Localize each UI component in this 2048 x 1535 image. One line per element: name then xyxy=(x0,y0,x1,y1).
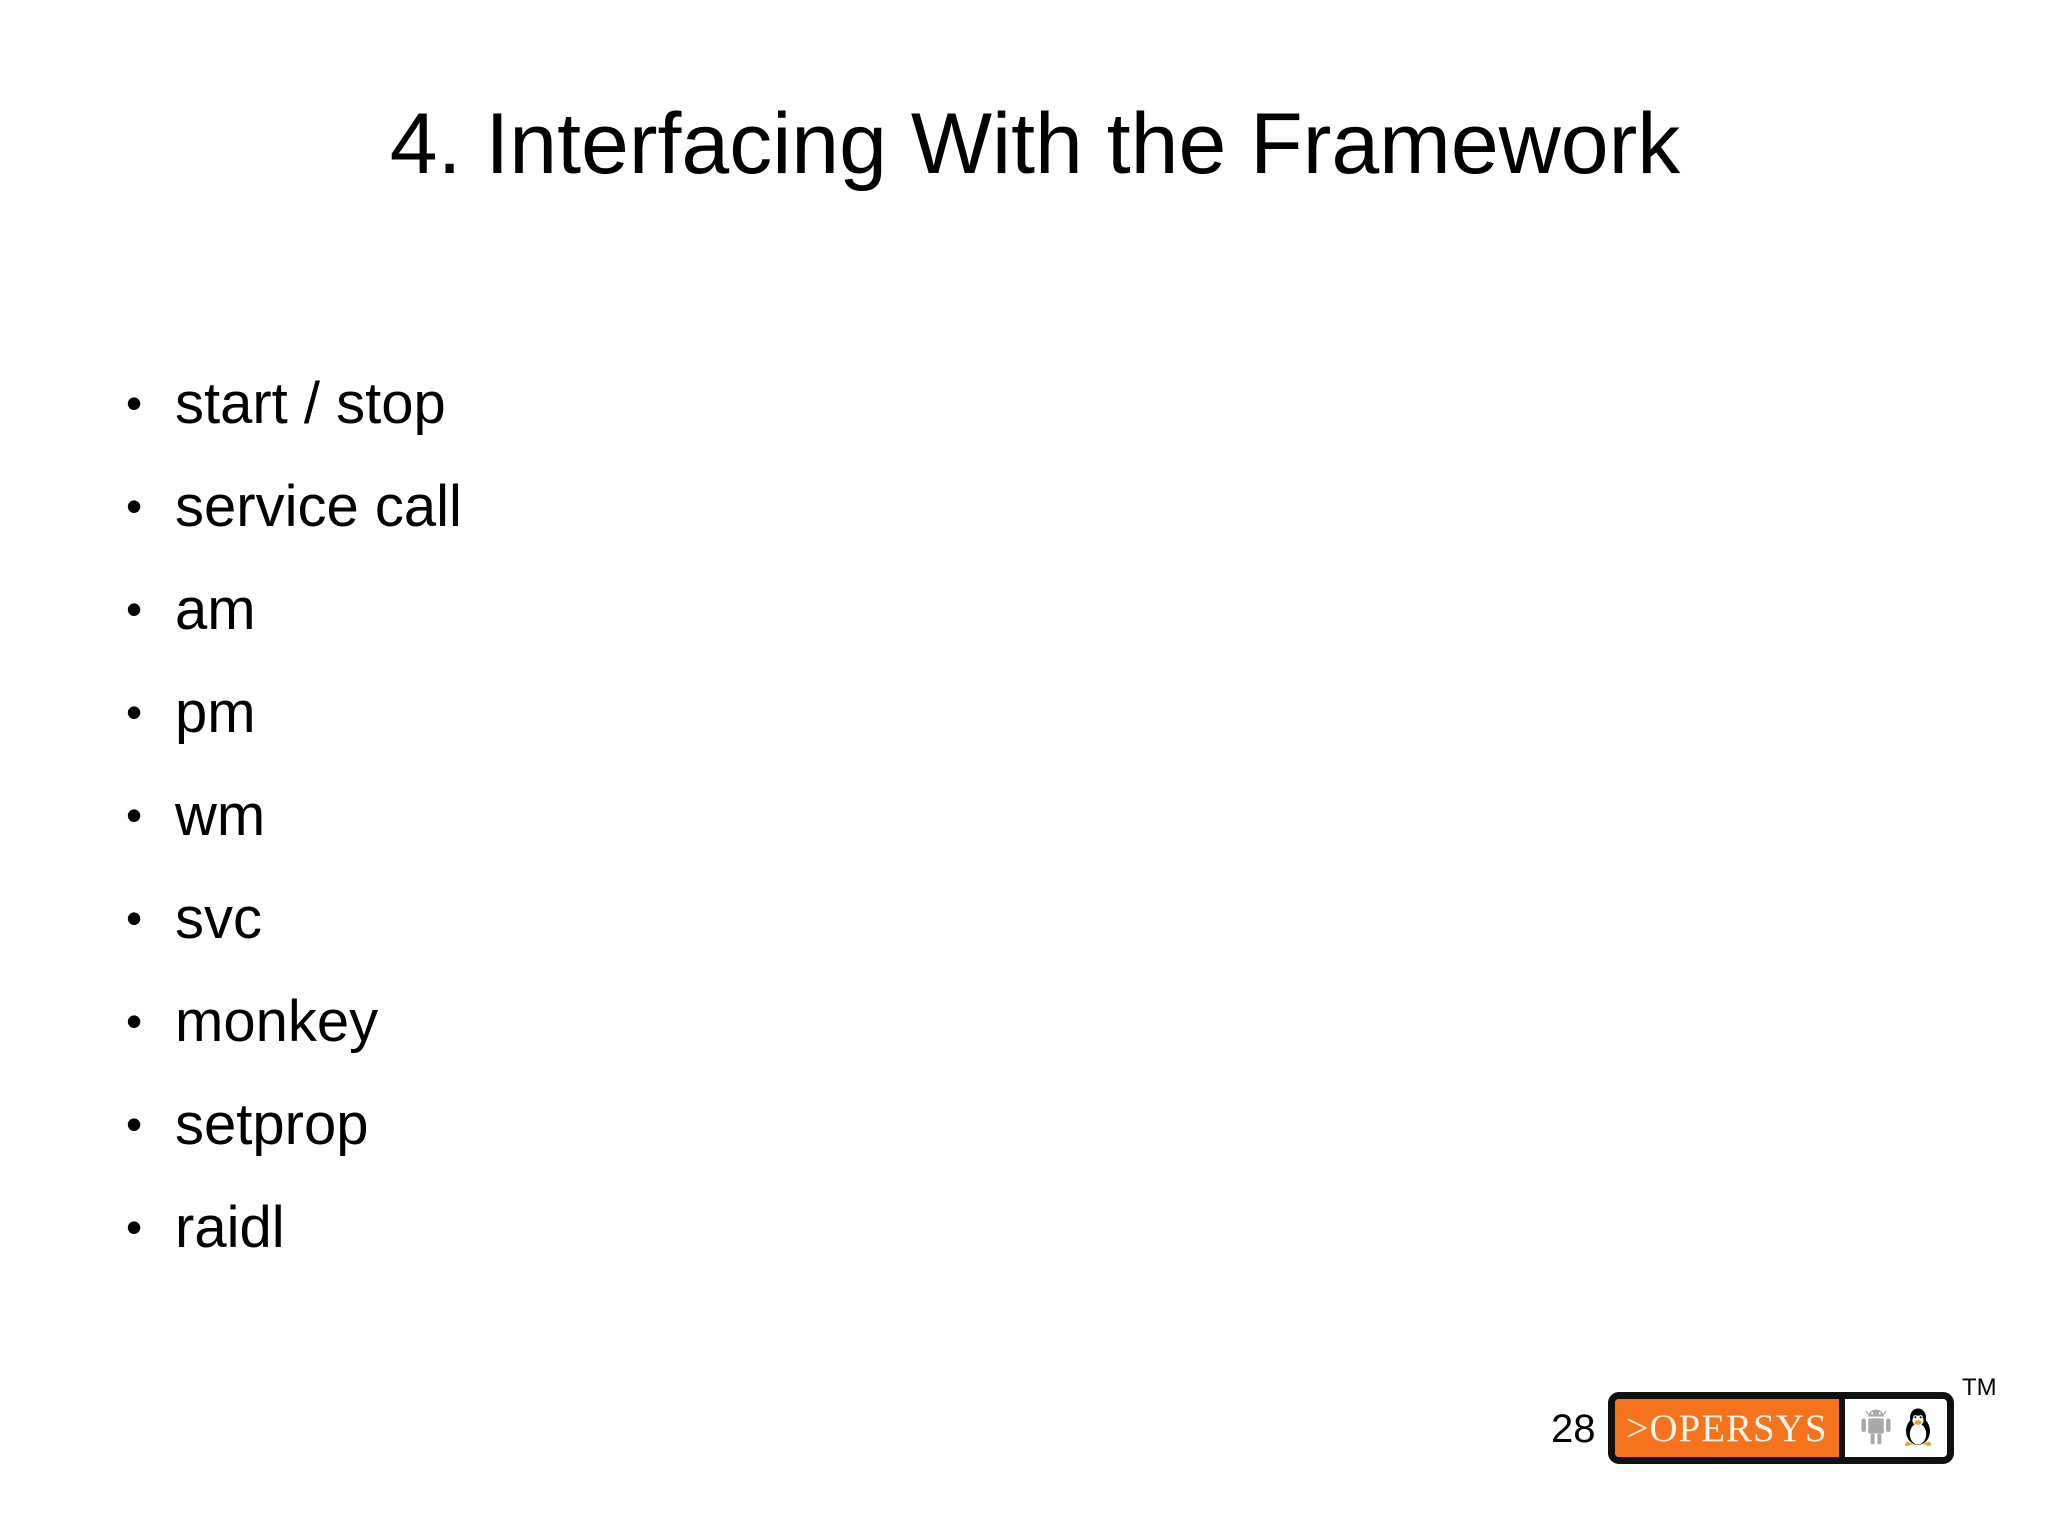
list-item-label: start / stop xyxy=(175,371,446,436)
page-title: 4. Interfacing With the Framework xyxy=(389,96,1681,192)
logo-wordmark: >OPERSYS xyxy=(1615,1399,1839,1457)
bullet-marker-icon: • xyxy=(126,1201,143,1253)
list-item-label: monkey xyxy=(175,989,379,1054)
bullet-marker-icon: • xyxy=(126,892,143,944)
tux-icon xyxy=(1904,1408,1931,1446)
list-item: • pm xyxy=(120,661,1820,764)
opersys-logo: >OPERSYS xyxy=(1608,1392,1954,1464)
android-icon xyxy=(1860,1409,1891,1445)
logo-icon-panel xyxy=(1839,1399,1947,1457)
logo-wordmark-text: >OPERSYS xyxy=(1626,1406,1828,1450)
list-item: • wm xyxy=(120,764,1820,867)
bullet-marker-icon: • xyxy=(126,789,143,841)
bullet-list: • start / stop • service call • am • pm … xyxy=(120,352,1820,1279)
bullet-marker-icon: • xyxy=(126,377,143,429)
bullet-marker-icon: • xyxy=(126,480,143,532)
list-item: • setprop xyxy=(120,1073,1820,1176)
list-item-label: raidl xyxy=(175,1195,285,1260)
bullet-marker-icon: • xyxy=(126,686,143,738)
page-number: 28 xyxy=(1551,1407,1596,1451)
list-item: • svc xyxy=(120,867,1820,970)
list-item-label: am xyxy=(175,577,256,642)
bullet-marker-icon: • xyxy=(126,1098,143,1150)
list-item: • raidl xyxy=(120,1176,1820,1279)
trademark-symbol: TM xyxy=(1962,1374,1997,1401)
list-item-label: setprop xyxy=(175,1092,369,1157)
bullet-marker-icon: • xyxy=(126,583,143,635)
list-item: • service call xyxy=(120,455,1820,558)
list-item-label: service call xyxy=(175,474,462,539)
list-item: • monkey xyxy=(120,970,1820,1073)
list-item-label: pm xyxy=(175,680,256,745)
list-item: • am xyxy=(120,558,1820,661)
list-item-label: wm xyxy=(175,783,266,848)
list-item: • start / stop xyxy=(120,352,1820,455)
bullet-marker-icon: • xyxy=(126,995,143,1047)
list-item-label: svc xyxy=(175,886,262,951)
